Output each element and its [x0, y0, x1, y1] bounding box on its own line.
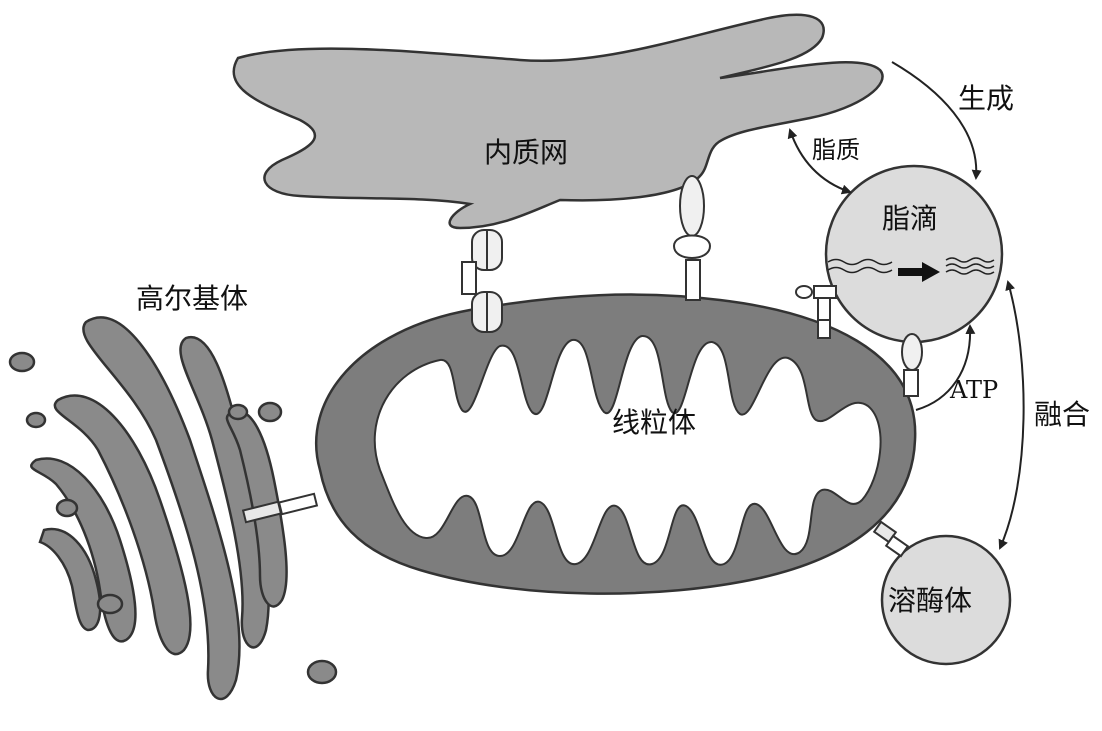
- arrow-er-droplet-lipid: [787, 128, 852, 195]
- lipid-droplet: [824, 164, 1004, 344]
- er-shape: [232, 13, 884, 230]
- lysosome-label: 溶酶体: [888, 584, 972, 617]
- er-mito-tether-middle: [672, 175, 712, 301]
- lipid-label: 脂质: [812, 136, 860, 164]
- arrow-er-to-droplet-generate: [891, 61, 982, 180]
- er-mito-tether-left: [461, 229, 503, 333]
- mitochondrion-cristae: [373, 334, 882, 566]
- lipid-droplet-label: 脂滴: [882, 202, 938, 235]
- conversion-arrow-icon: [898, 262, 940, 282]
- atp-label: ATP: [949, 376, 998, 404]
- lysosome-mito-tether: [872, 520, 910, 558]
- golgi-label: 高尔基体: [136, 282, 248, 315]
- lysosome: [880, 534, 1012, 666]
- arrow-droplet-lysosome-fusion: [998, 280, 1025, 550]
- fusion-label: 融合: [1034, 398, 1090, 431]
- lipid-conversion: [827, 257, 995, 275]
- generate-label: 生成: [958, 82, 1014, 115]
- golgi-mito-tether: [241, 492, 319, 524]
- er-label: 内质网: [484, 136, 568, 169]
- droplet-mito-tether: [795, 285, 923, 397]
- mitochondrion-label: 线粒体: [612, 406, 696, 439]
- arrow-mito-to-droplet-atp: [915, 324, 976, 411]
- golgi-apparatus: [8, 316, 338, 701]
